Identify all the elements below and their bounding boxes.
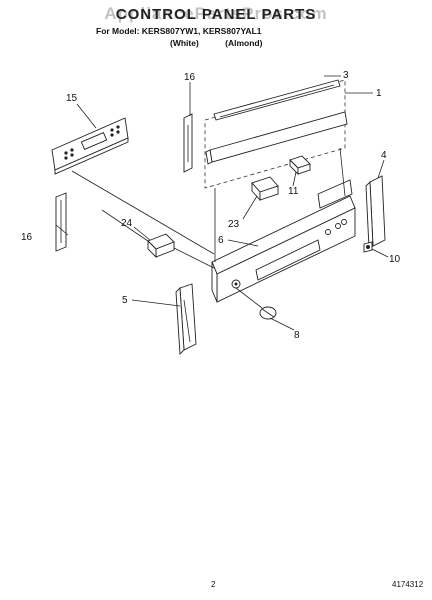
end-cap-channel [209,111,348,163]
document-number: 4174312 [392,580,424,589]
callout-11: 11 [288,186,299,197]
trim-strip [213,79,341,121]
color-variants: (White) (Almond) [170,38,263,48]
model-numbers: For Model: KERS807YW1, KERS807YAL1 [96,26,262,36]
watermark: AppliancePartsPros.com [104,4,328,23]
callout-15: 15 [66,93,78,104]
callout-10: 10 [389,254,401,265]
callout-24: 24 [121,218,133,229]
callout-5: 5 [122,295,128,306]
callout-4: 4 [381,150,387,161]
callout-3: 3 [343,70,349,81]
callout-8: 8 [294,330,300,341]
trim-group-outline [204,79,346,189]
control-panel [211,179,356,303]
page-number: 2 [211,580,216,589]
callout-16-upper: 16 [184,72,196,83]
callout-1: 1 [376,88,382,99]
callout-23: 23 [228,219,240,230]
callout-16-lower: 16 [21,232,33,243]
callout-6: 6 [218,235,224,246]
control-board [51,117,129,175]
diagram-title: CONTROL PANEL PARTS [115,6,317,23]
